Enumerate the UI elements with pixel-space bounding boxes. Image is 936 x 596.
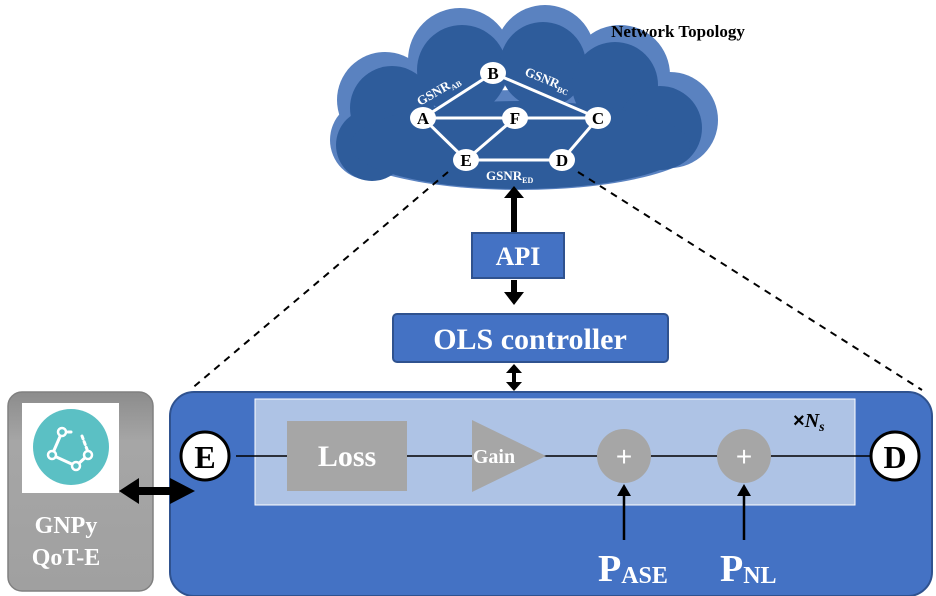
arrow-controller-to-ols (506, 364, 522, 391)
svg-text:D: D (556, 151, 568, 170)
terminal-node-d: D (869, 430, 921, 482)
network-cloud (330, 5, 718, 190)
svg-text:E: E (460, 151, 471, 170)
gnpy-label-line1: GNPy (35, 513, 98, 539)
arrow-p-nl (737, 484, 751, 540)
topology-title: Network Topology (611, 22, 745, 41)
node-e: E (453, 149, 479, 171)
arrow-gnpy-to-ols (119, 478, 195, 504)
loss-block: Loss (287, 421, 407, 491)
gnpy-label-line2: QoT-E (32, 545, 100, 571)
ols-controller-box: OLS controller (392, 313, 669, 363)
api-box: API (471, 232, 565, 279)
svg-text:+: + (616, 441, 632, 472)
ase-adder: + (597, 429, 651, 483)
node-b: B (480, 62, 506, 84)
projection-lines (189, 171, 923, 391)
svg-text:C: C (592, 109, 604, 128)
arrow-p-ase (617, 484, 631, 540)
topology-nodes: B A F C E D (410, 62, 611, 171)
svg-text:A: A (417, 109, 430, 128)
gnpy-qot-e-box: GNPy QoT-E (7, 391, 154, 592)
api-label: API (496, 242, 541, 271)
arrow-api-to-controller (504, 280, 524, 305)
svg-text:F: F (510, 109, 520, 128)
p-nl-label: PNL (720, 548, 777, 590)
svg-text:D: D (883, 439, 906, 475)
svg-text:+: + (736, 441, 752, 472)
node-c: C (585, 107, 611, 129)
gnpy-logo-icon (33, 409, 109, 485)
ols-controller-label: OLS controller (433, 323, 627, 356)
gain-amplifier: Gain (472, 420, 546, 492)
span-multiplier-label: ×Ns (793, 410, 825, 435)
node-a: A (410, 107, 436, 129)
nl-adder: + (717, 429, 771, 483)
gsnr-ed-label: GSNRED (486, 168, 533, 185)
svg-text:B: B (487, 64, 498, 83)
node-d: D (549, 149, 575, 171)
loss-label: Loss (318, 440, 376, 473)
terminal-node-e: E (179, 430, 231, 482)
svg-text:E: E (194, 439, 215, 475)
gain-label: Gain (473, 446, 515, 468)
node-f: F (502, 107, 528, 129)
p-ase-label: PASE (598, 548, 668, 590)
arrow-api-to-topology (504, 186, 524, 232)
